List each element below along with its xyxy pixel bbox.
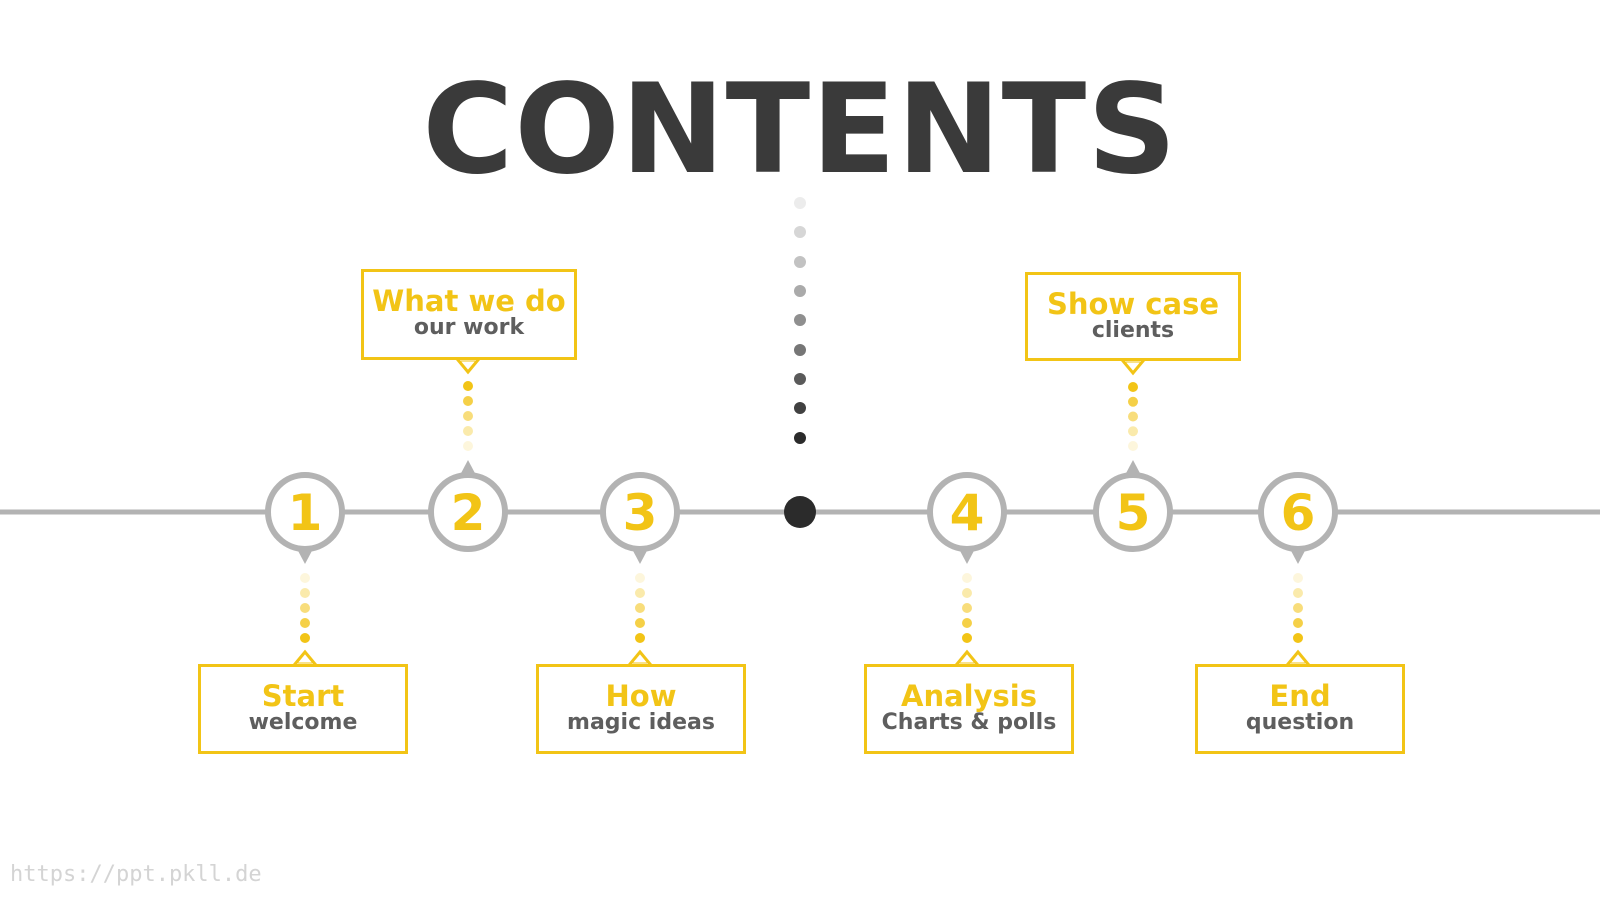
box-pointer — [626, 649, 654, 666]
step-title: How — [605, 679, 677, 713]
node-ring — [927, 472, 1007, 552]
timeline-center-dot — [784, 496, 816, 528]
step-title: Analysis — [901, 679, 1037, 713]
connector-dot — [1293, 603, 1303, 613]
connector-dot — [794, 432, 806, 444]
step-title: Start — [261, 679, 345, 713]
watermark-url: https://ppt.pkll.de — [10, 862, 262, 887]
step-title: Show case — [1046, 287, 1220, 321]
step-subtitle: our work — [413, 315, 525, 340]
box-pointer — [953, 649, 981, 666]
connector-dot — [463, 411, 473, 421]
timeline-node: 1 — [265, 472, 345, 668]
step-subtitle: welcome — [248, 710, 358, 735]
step-subtitle: clients — [1091, 318, 1175, 343]
step-label-show-case: Show case clients — [1025, 272, 1241, 361]
step-number: 5 — [1116, 484, 1151, 542]
connector-dot — [463, 396, 473, 406]
connector-dot — [1128, 396, 1138, 407]
box-pointer — [1284, 649, 1312, 666]
box-pointer — [291, 649, 319, 666]
connector-dot — [635, 603, 645, 613]
page-title: CONTENTS — [422, 58, 1178, 202]
connector-dot — [1293, 588, 1303, 598]
step-subtitle: question — [1245, 710, 1355, 735]
connector-dot — [794, 373, 806, 385]
timeline-node: 3 — [600, 472, 680, 668]
connector-dot — [1293, 633, 1303, 643]
connector-dot — [635, 633, 645, 643]
connector-dot — [1128, 382, 1138, 392]
step-label-how: How magic ideas — [536, 664, 746, 754]
connector-dot — [1293, 573, 1303, 583]
step-title: What we do — [372, 284, 566, 318]
timeline-node: 6 — [1258, 472, 1338, 668]
connector-dot — [794, 285, 806, 297]
connector-dot — [463, 426, 473, 436]
step-label-start: Start welcome — [198, 664, 408, 754]
node-ring — [428, 472, 508, 552]
step-number: 4 — [950, 484, 985, 542]
connector-dot — [635, 618, 645, 628]
connector-dot — [794, 314, 806, 326]
step-label-analysis: Analysis Charts & polls — [864, 664, 1074, 754]
connector-dot — [794, 226, 806, 238]
node-ring — [600, 472, 680, 552]
step-number: 1 — [288, 484, 323, 542]
connector-dot — [635, 573, 645, 583]
step-subtitle: magic ideas — [567, 710, 715, 735]
connector-dot — [463, 381, 473, 391]
connector-dot — [794, 197, 806, 209]
connector-dot — [1293, 618, 1303, 628]
connector-dot — [794, 344, 806, 356]
node-ring — [1093, 472, 1173, 552]
connector-dot — [300, 618, 310, 628]
node-ring — [1258, 472, 1338, 552]
step-number: 2 — [451, 484, 486, 542]
node-ring — [265, 472, 345, 552]
connector-dot — [962, 603, 972, 613]
step-label-what-we-do: What we do our work — [361, 269, 577, 360]
timeline-node: 5 — [1093, 357, 1173, 552]
step-label-end: End question — [1195, 664, 1405, 754]
timeline-nodes: 1 2 3 4 5 6 — [265, 356, 1338, 668]
connector-dot — [300, 603, 310, 613]
connector-dot — [300, 573, 310, 583]
step-number: 3 — [623, 484, 658, 542]
box-pointer — [1119, 359, 1147, 376]
connector-dot — [794, 402, 806, 414]
connector-dot — [794, 256, 806, 268]
box-pointer — [454, 358, 482, 375]
connector-dot — [463, 441, 473, 451]
center-dotted-connector — [794, 197, 806, 444]
step-title: End — [1269, 679, 1331, 713]
connector-dot — [300, 588, 310, 598]
step-subtitle: Charts & polls — [881, 710, 1057, 735]
timeline-node: 4 — [927, 472, 1007, 668]
connector-dot — [1128, 426, 1138, 437]
timeline-node: 2 — [428, 356, 508, 552]
connector-dot — [635, 588, 645, 598]
connector-dot — [962, 633, 972, 643]
connector-dot — [1128, 411, 1138, 422]
connector-dot — [300, 633, 310, 643]
connector-dot — [1128, 441, 1138, 451]
connector-dot — [962, 618, 972, 628]
connector-dot — [962, 573, 972, 583]
step-number: 6 — [1281, 484, 1316, 542]
connector-dot — [962, 588, 972, 598]
